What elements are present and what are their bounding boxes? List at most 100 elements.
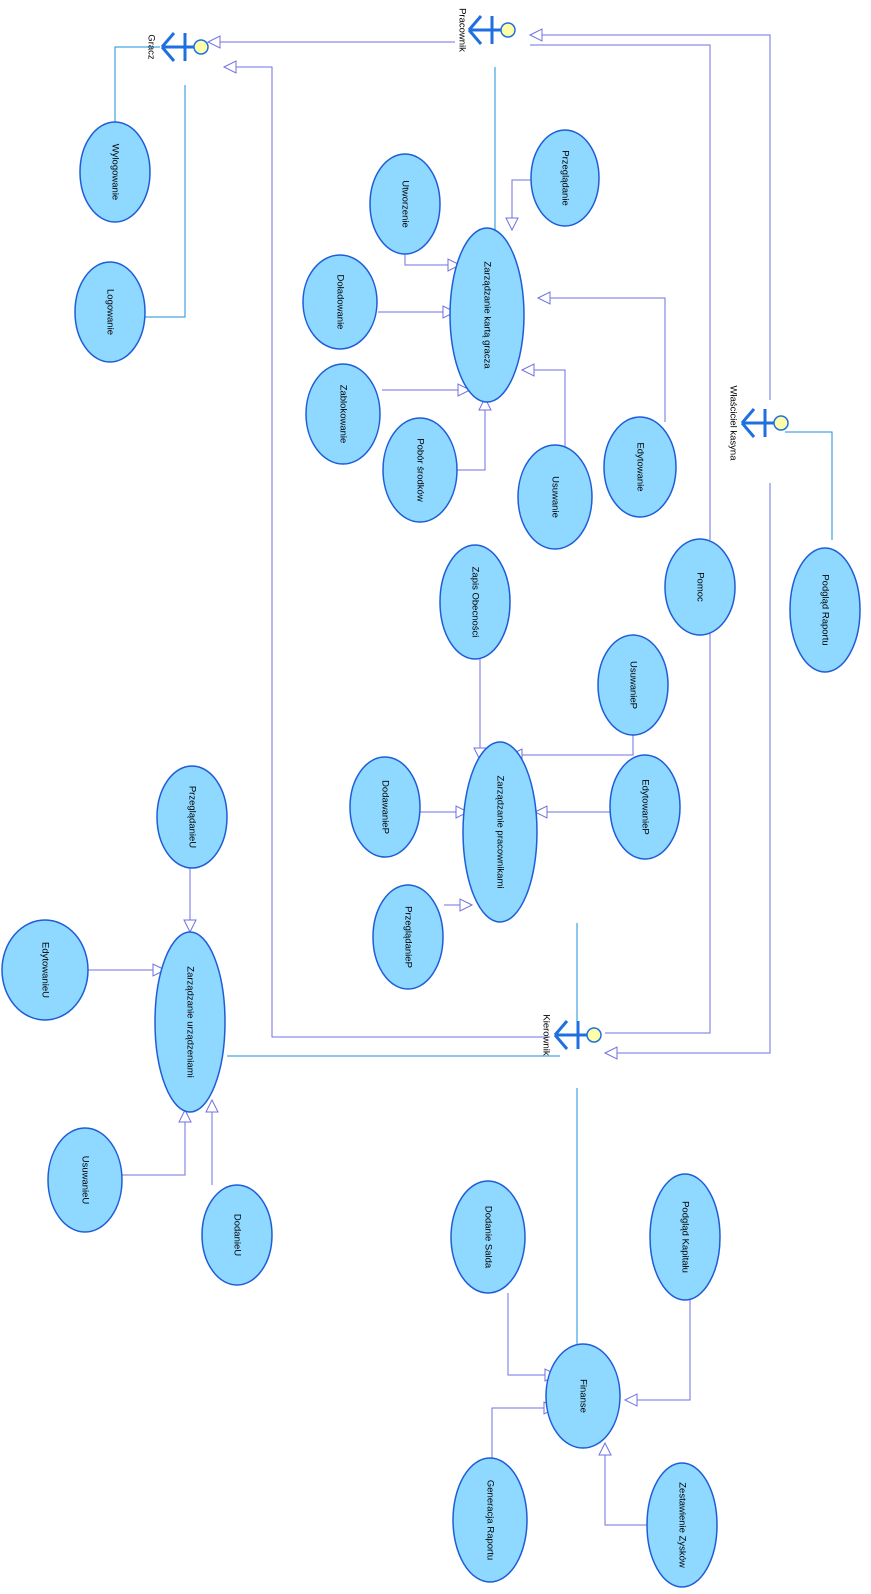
use-case-zarzadzanie-karta-gracza[interactable]: Zarządzanie kartą gracza [449, 227, 525, 403]
use-case-edytowanie[interactable]: Edytowanie [603, 416, 677, 518]
actor-gracz[interactable]: Gracz [145, 32, 209, 62]
gen-arrow-przegladanie-p [459, 898, 474, 912]
use-case-label: UsuwanieU [79, 1156, 90, 1205]
use-case-label: Zarządzanie kartą gracza [481, 261, 492, 369]
assoc-wlasciciel-podglad-raportu [785, 431, 833, 540]
gen-podglad-kapitalu [625, 1300, 691, 1401]
use-case-przegladanie-p[interactable]: PrzeglądanieP [372, 884, 444, 990]
actor-pracownik[interactable]: Pracownik [456, 8, 516, 52]
gen-arrow-kierownik-gracz [222, 60, 237, 74]
actor-kierownik[interactable]: Kierownik [540, 1014, 602, 1056]
gen-arrow-wlasciciel-kierownik [603, 1046, 618, 1060]
gen-pomoc-kierownik [605, 633, 711, 1034]
use-case-label: DodawanieP [379, 780, 390, 834]
generalizations [88, 28, 771, 1526]
use-case-label: DodanieU [231, 1214, 242, 1256]
actor-leg [160, 32, 176, 48]
use-case-przegladanie[interactable]: Przeglądanie [530, 129, 600, 227]
gen-wlasciciel-kierownik [605, 483, 771, 1054]
gen-arrow-pobor [478, 396, 492, 411]
assoc-gracz-logowanie [145, 85, 186, 318]
use-case-utworzenie[interactable]: Utworzenie [369, 153, 441, 255]
gen-edytowanie [538, 297, 666, 422]
use-case-label: Pobór środków [414, 438, 425, 502]
use-case-usuwanie[interactable]: Usuwanie [517, 444, 593, 550]
use-case-dodanie-u[interactable]: DodanieU [201, 1184, 273, 1286]
use-case-zablokowanie[interactable]: Zablokowanie [305, 363, 381, 465]
use-case-wylogowanie[interactable]: Wylogowanie [79, 121, 151, 223]
use-case-label: Przeglądanie [559, 150, 570, 205]
use-case-label: Zapis Obecności [469, 567, 480, 638]
actor-leg [740, 408, 756, 424]
gen-arrow-przegladanie-u [183, 919, 197, 934]
use-case-label: Wylogowanie [109, 144, 120, 200]
gen-arrow-podglad-kapitalu [623, 1393, 638, 1407]
use-case-dodawanie-p[interactable]: DodawanieP [349, 756, 421, 858]
use-case-zapis-obecnosci[interactable]: Zapis Obecności [439, 544, 511, 660]
use-case-label: Zestawienie Zysków [676, 1482, 687, 1568]
use-case-usuwanie-u[interactable]: UsuwanieU [47, 1127, 123, 1233]
use-case-label: Podgląd Raportu [819, 574, 830, 645]
actor-leg [160, 46, 176, 62]
actor-leg [553, 1034, 569, 1050]
actor-label: Kierownik [540, 1014, 551, 1055]
actor-label: Gracz [145, 34, 156, 60]
gen-arrow-usuwanie-u [178, 1108, 192, 1123]
gen-arrow-wlasciciel-pracownik [528, 28, 543, 42]
gen-kierownik-gracz [224, 66, 550, 1038]
gen-pomoc-pracownik [530, 44, 711, 540]
actor-head [773, 415, 789, 431]
gen-arrow-doladowanie [442, 305, 457, 319]
use-case-label: EdytowanieP [639, 779, 650, 834]
use-case-label: PrzeglądanieU [186, 786, 197, 848]
gen-arrow-edytowanie-p [533, 805, 548, 819]
use-case-pobor-srodkow[interactable]: Pobór środków [382, 417, 458, 523]
use-case-przegladanie-u[interactable]: PrzeglądanieU [156, 765, 228, 869]
use-case-label: Usuwanie [549, 476, 560, 518]
use-case-label: Finanse [577, 1379, 588, 1413]
gen-usuwanie-p [510, 733, 634, 756]
use-case-zestawienie-zyskow[interactable]: Zestawienie Zysków [646, 1462, 718, 1588]
use-case-zarzadzanie-urzadzeniami[interactable]: Zarządzanie urządzeniami [154, 931, 226, 1113]
use-case-zarzadzanie-pracownikami[interactable]: Zarządzanie pracownikami [462, 741, 538, 923]
gen-arrow-przegladanie [505, 217, 519, 232]
gen-arrow-usuwanie [520, 363, 535, 377]
use-case-pomoc[interactable]: Pomoc [664, 538, 736, 636]
gen-arrow-utworzenie [447, 258, 462, 272]
use-case-label: Dodanie Salda [482, 1206, 493, 1269]
use-case-edytowanie-u[interactable]: EdytowanieU [1, 919, 89, 1021]
actor-label: Pracownik [456, 8, 467, 52]
gen-przegladanie [511, 179, 538, 230]
gen-arrow-edytowanie [536, 291, 551, 305]
actor-wlasciciel-kasyna[interactable]: Właściciel kasyna [727, 386, 789, 462]
gen-pobor [455, 398, 486, 471]
use-case-podglad-kapitalu[interactable]: Podgląd Kapitału [649, 1173, 721, 1301]
gen-arrow-dodawanie-p [455, 805, 470, 819]
use-case-label: Podgląd Kapitału [679, 1201, 690, 1273]
actor-leg [467, 29, 483, 45]
assoc-gracz-wylogowanie [114, 46, 160, 122]
use-case-label: UsuwanieP [627, 661, 638, 709]
actor-head [193, 39, 209, 55]
use-case-generacja-raportu[interactable]: Generacja Raportu [452, 1457, 528, 1583]
use-case-label: Utworzenie [399, 180, 410, 228]
use-case-logowanie[interactable]: Logowanie [74, 261, 146, 363]
gen-wlasciciel-pracownik [530, 34, 771, 400]
gen-usuwanie [522, 369, 566, 450]
use-case-label: EdytowanieU [39, 942, 50, 998]
use-case-label: PrzeglądanieP [402, 906, 413, 968]
gen-zestawienie-zyskow [604, 1443, 648, 1526]
actor-leg [467, 15, 483, 31]
use-case-dodanie-salda[interactable]: Dodanie Salda [450, 1180, 526, 1294]
use-case-podglad-raportu[interactable]: Podgląd Raportu [789, 547, 861, 673]
use-case-label: Edytowanie [634, 442, 645, 491]
associations [114, 46, 833, 1348]
use-case-label: Zarządzanie pracownikami [494, 776, 505, 889]
use-cases: Wylogowanie Logowanie Przeglądanie Utwor… [1, 121, 861, 1588]
use-case-edytowanie-p[interactable]: EdytowanieP [609, 754, 681, 860]
use-case-label: Logowanie [104, 289, 115, 335]
gen-generacja-raportu [491, 1407, 556, 1458]
use-case-usuwanie-p[interactable]: UsuwanieP [597, 634, 669, 736]
use-case-doladowanie[interactable]: Doładowanie [302, 254, 378, 350]
use-case-finanse[interactable]: Finanse [545, 1343, 621, 1449]
